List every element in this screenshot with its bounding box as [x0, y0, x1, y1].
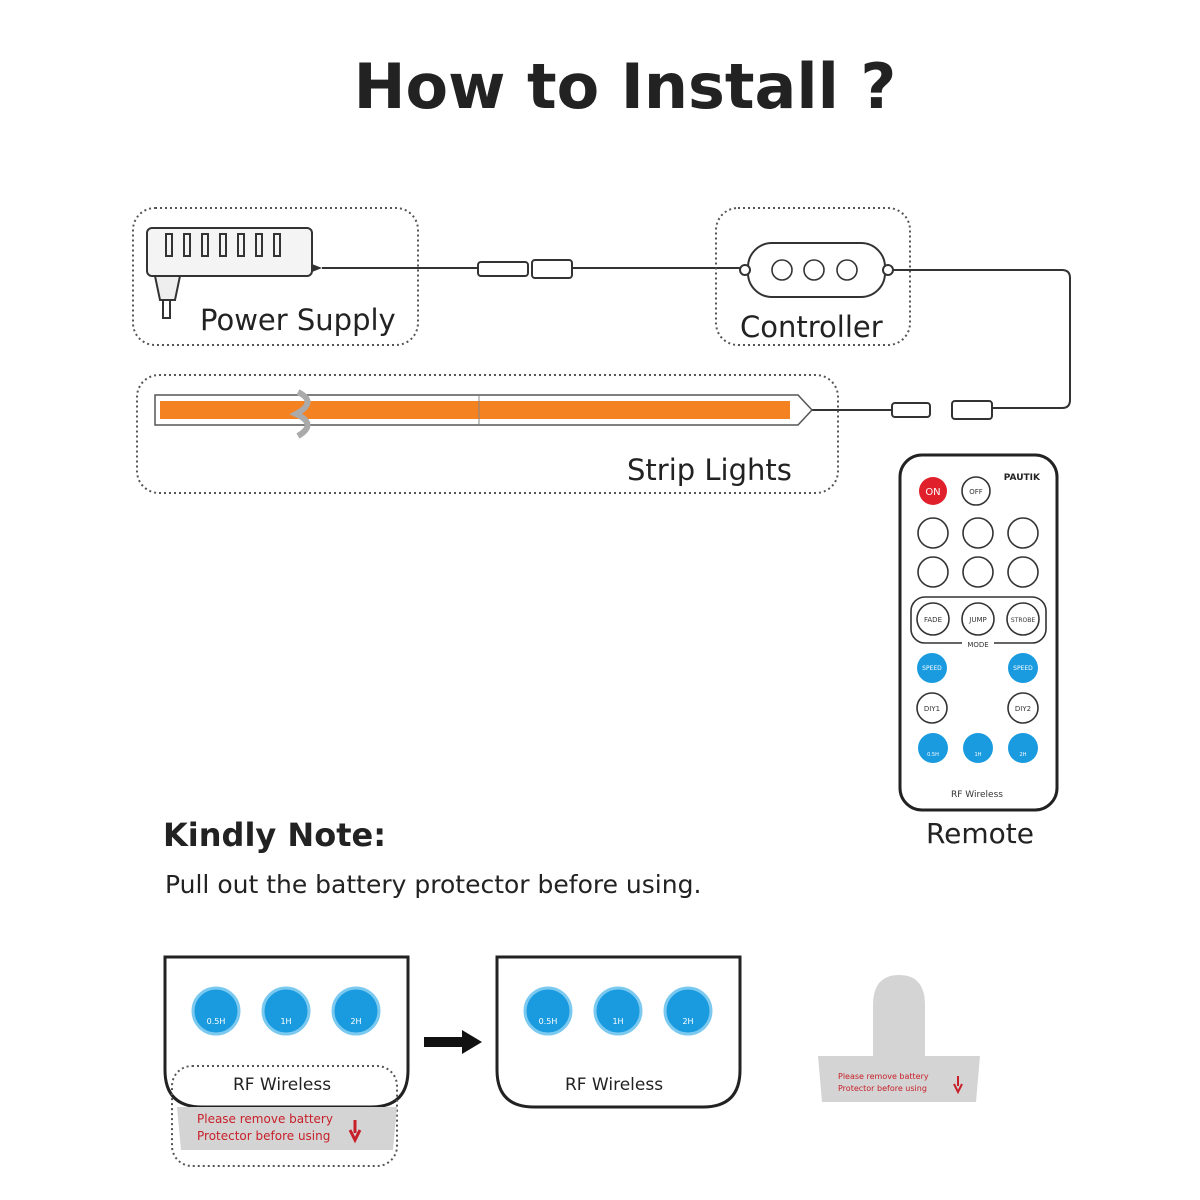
remote-with-protector: Please remove battery Protector before u…: [163, 955, 410, 1167]
strip-lights-label: Strip Lights: [627, 453, 792, 487]
removed-battery-protector: Please remove battery Protector before u…: [818, 975, 980, 1102]
bulb-icon: [917, 517, 949, 549]
arrow-down-icon: [953, 1076, 963, 1095]
timer-label: 1H: [280, 1017, 291, 1026]
protector-text: Please remove battery: [197, 1112, 333, 1126]
controller: Controller: [715, 207, 911, 346]
fade-button: [916, 602, 950, 636]
remote-without-protector: 0.5H 1H 2H RF Wireless: [495, 955, 742, 1109]
on-label: ON: [925, 487, 940, 498]
timer-label: 1H: [975, 752, 982, 758]
speed-down-button: [917, 653, 947, 683]
arrow-right-icon: [424, 1030, 482, 1054]
protector-text: Protector before using: [838, 1084, 927, 1093]
timer-label: 0.5H: [539, 1017, 558, 1026]
timer-label: 2H: [350, 1017, 361, 1026]
rf-wireless-label: RF Wireless: [565, 1075, 663, 1095]
arrow-down-icon: [348, 1120, 362, 1144]
timer-label: 0.5H: [207, 1017, 226, 1026]
timer-label: 0.5H: [927, 752, 939, 758]
speed-down-label: SPEED: [922, 665, 942, 672]
note-heading: Kindly Note:: [163, 816, 386, 854]
coffee-icon: [962, 556, 994, 588]
brightness-up-icon: [962, 517, 994, 549]
controller-button: [803, 259, 825, 281]
diy2-label: DIY2: [1015, 705, 1031, 713]
timer-0-5h-button: [918, 733, 948, 763]
mode-label: MODE: [967, 641, 988, 649]
page-title: How to Install ?: [354, 50, 897, 123]
timer-1h-button: [963, 733, 993, 763]
jump-label: JUMP: [968, 616, 986, 624]
speed-up-button: [1008, 653, 1038, 683]
protector-text: Please remove battery: [838, 1072, 929, 1081]
timer-label: 1H: [612, 1017, 623, 1026]
on-button: [919, 477, 947, 505]
controller-button: [771, 259, 793, 281]
power-supply-label: Power Supply: [200, 303, 396, 337]
book-icon: [917, 556, 949, 588]
power-supply: Power Supply: [132, 207, 419, 346]
off-button: [961, 476, 991, 506]
note-text: Pull out the battery protector before us…: [165, 870, 701, 899]
protector-text: Protector before using: [197, 1129, 330, 1143]
brightness-down-icon: [1007, 517, 1039, 549]
jump-button: [961, 602, 995, 636]
fade-label: FADE: [924, 616, 942, 624]
controller-button: [836, 259, 858, 281]
diy2-button: [1007, 692, 1039, 724]
diy1-button: [916, 692, 948, 724]
remote-brand: PAUTIK: [1004, 473, 1041, 483]
speed-up-label: SPEED: [1013, 665, 1033, 672]
timer-label: 2H: [682, 1017, 693, 1026]
led-strip: [160, 401, 790, 419]
rf-wireless-label: RF Wireless: [233, 1075, 331, 1095]
timer-label: 2H: [1020, 752, 1027, 758]
cable: [893, 269, 1071, 409]
timer-buttons: 0.5H 1H 2H: [191, 986, 381, 1036]
remote-label: Remote: [926, 817, 1034, 850]
remote-footer: RF Wireless: [951, 790, 1003, 800]
remote: PAUTIK ON OFF FADE JUMP STROBE MODE SPEE…: [898, 453, 1059, 850]
strobe-button: [1006, 602, 1040, 636]
strip-lights: Strip Lights: [136, 374, 839, 494]
diy1-label: DIY1: [924, 705, 940, 713]
off-label: OFF: [969, 488, 983, 496]
battery-protector: [177, 1107, 397, 1150]
timer-2h-button: [1008, 733, 1038, 763]
strobe-label: STROBE: [1011, 617, 1035, 624]
dc-connector: [891, 400, 993, 420]
dc-connector: [477, 259, 573, 279]
moon-icon: [1007, 556, 1039, 588]
controller-label: Controller: [740, 310, 883, 344]
